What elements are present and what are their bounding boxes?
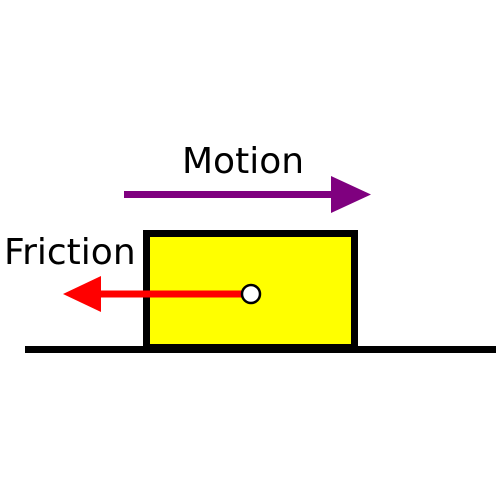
motion-arrowhead: [331, 176, 371, 213]
motion-label: Motion: [182, 141, 304, 182]
center-point: [240, 283, 262, 305]
motion-arrow: [124, 176, 371, 213]
friction-arrow: [63, 276, 250, 312]
friction-arrowhead: [63, 276, 101, 312]
friction-label: Friction: [4, 232, 136, 273]
